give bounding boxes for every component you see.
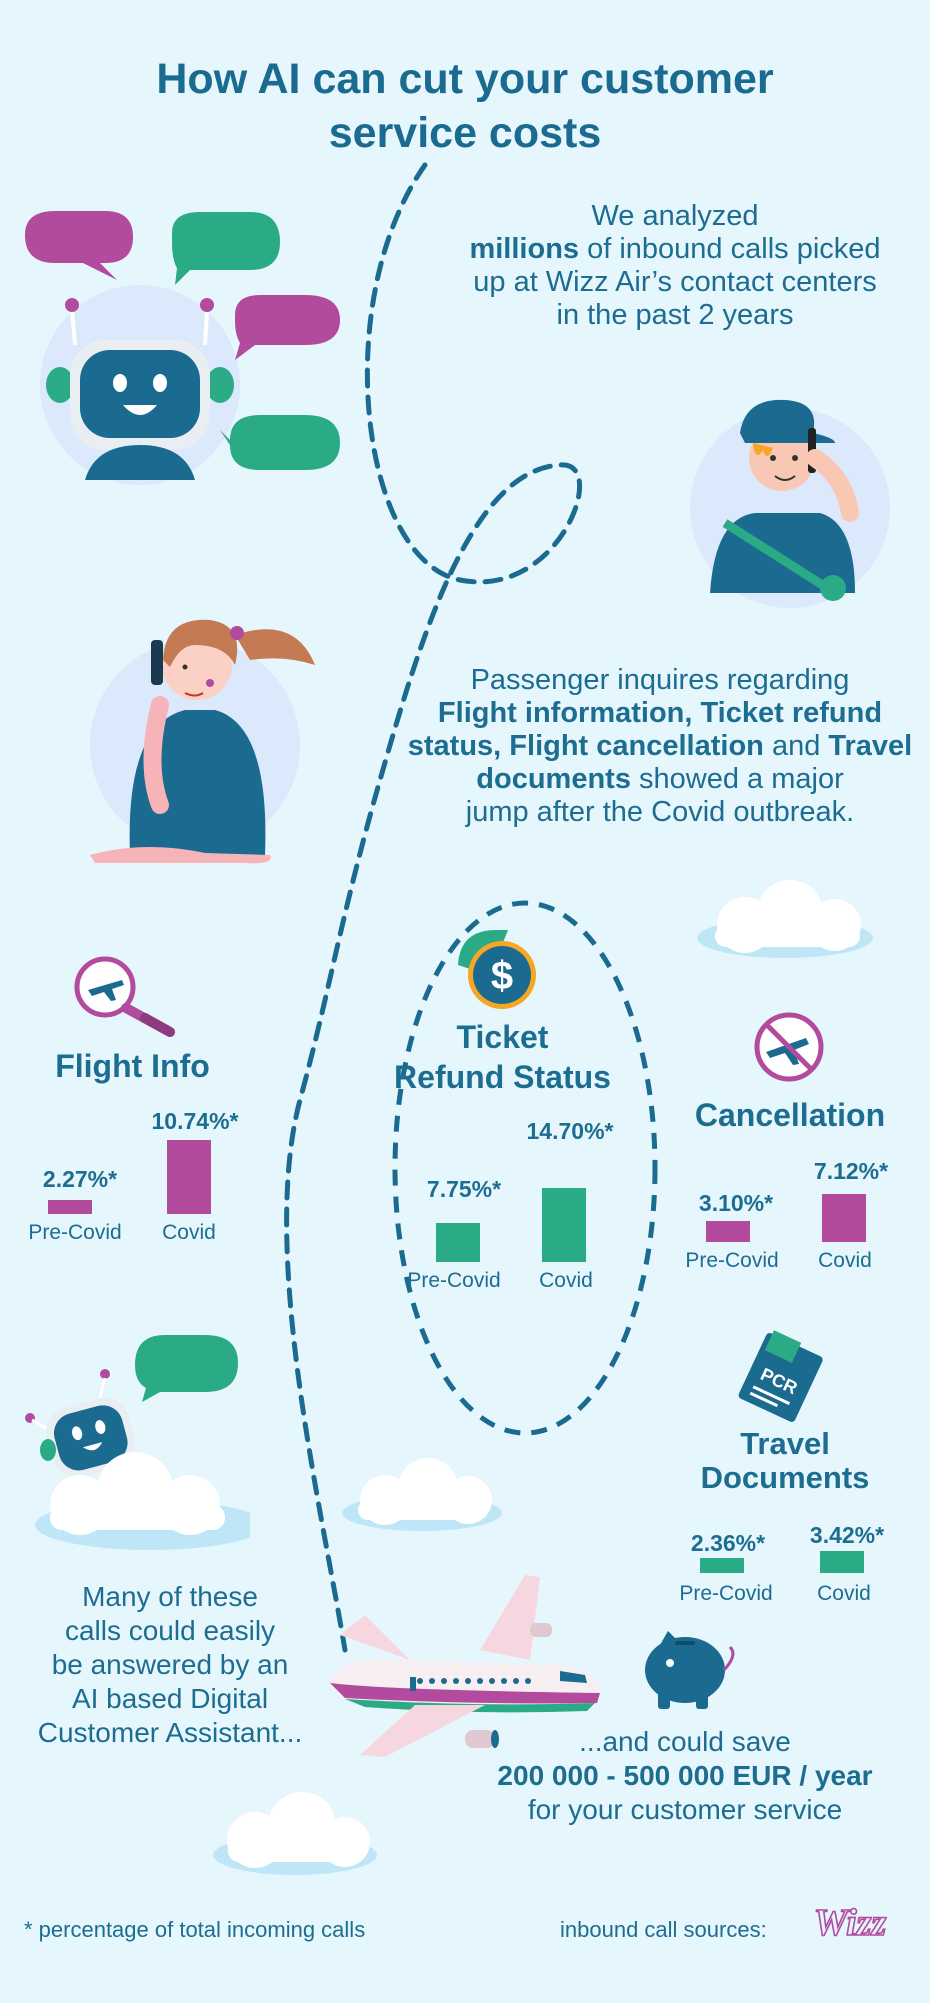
flight-info-pre-value: 2.27%* — [42, 1166, 118, 1192]
inquiries-and: and — [763, 730, 829, 762]
cloud-icon — [342, 1458, 502, 1531]
airplane-illustration — [330, 1575, 600, 1757]
cancellation-covid-value: 7.12%* — [813, 1158, 889, 1184]
dollar-refund-icon: $ — [458, 930, 536, 1009]
cloud-icon — [697, 880, 873, 958]
assistant-line-2: calls could easily — [64, 1615, 276, 1646]
wizz-logo: Wizz — [795, 1902, 905, 1946]
savings-amount: 200 000 - 500 000 EUR / year — [497, 1760, 873, 1791]
piggy-bank-icon — [645, 1631, 735, 1709]
flight-info-covid-value: 10.74%* — [151, 1108, 239, 1134]
flight-info-covid-label: Covid — [162, 1221, 216, 1244]
cancellation-title: Cancellation — [694, 1097, 886, 1133]
intro-line-4: in the past 2 years — [556, 299, 794, 331]
travel-docs-covid-label: Covid — [817, 1582, 871, 1605]
pcr-document-icon: PCR — [738, 1330, 823, 1422]
refund-title-2: Refund Status — [394, 1059, 611, 1095]
intro-line-3: up at Wizz Air’s contact centers — [473, 266, 877, 298]
intro-text: We analyzed millions of inbound calls pi… — [440, 200, 910, 332]
title-line-2: service costs — [328, 109, 602, 157]
inquiries-line-1: Passenger inquires regarding — [470, 664, 850, 696]
inquiries-text: Passenger inquires regarding Flight info… — [405, 664, 915, 829]
intro-bold: millions — [469, 233, 580, 265]
inquiries-bold-4: documents — [476, 763, 631, 795]
sources-label: inbound call sources: — [560, 1917, 767, 1942]
cancellation-covid-bar — [822, 1193, 866, 1242]
woman-on-phone-illustration — [85, 605, 315, 865]
assistant-line-4: AI based Digital — [71, 1683, 269, 1714]
refund-pre-value: 7.75%* — [426, 1176, 502, 1202]
flight-info-title: Flight Info — [55, 1048, 210, 1084]
search-plane-icon — [74, 956, 175, 1037]
no-flight-icon — [754, 1012, 824, 1082]
svg-text:$: $ — [491, 954, 513, 998]
cancellation-pre-value: 3.10%* — [698, 1190, 774, 1216]
travel-docs-pre-label: Pre-Covid — [679, 1582, 773, 1605]
inquiries-bold-2: status, Flight cancellation — [407, 730, 764, 762]
savings-line-3: for your customer service — [527, 1794, 843, 1825]
inquiries-bold-1: Flight information, Ticket refund — [437, 697, 883, 729]
svg-text:Wizz: Wizz — [814, 1902, 887, 1944]
travel-docs-pre-value: 2.36%* — [690, 1530, 766, 1556]
savings-line-1: ...and could save — [579, 1726, 791, 1757]
assistant-line-1: Many of these — [82, 1581, 258, 1612]
refund-covid-label: Covid — [539, 1269, 593, 1292]
travel-docs-covid-bar — [820, 1550, 864, 1573]
robot-illustration — [25, 205, 345, 505]
intro-line-1: We analyzed — [591, 200, 759, 232]
inquiries-line-4-rest: showed a major — [630, 763, 844, 795]
travel-docs-covid-value: 3.42%* — [809, 1522, 885, 1548]
flight-info-pre-bar — [48, 1200, 92, 1214]
assistant-line-3: be answered by an — [51, 1649, 289, 1680]
refund-title-1: Ticket — [456, 1019, 549, 1055]
flight-info-covid-bar — [167, 1140, 211, 1214]
refund-pre-bar — [436, 1222, 480, 1262]
refund-pre-label: Pre-Covid — [407, 1269, 501, 1292]
refund-covid-bar — [542, 1187, 586, 1262]
page-title: How AI can cut your customer service cos… — [0, 52, 930, 160]
man-on-phone-illustration — [685, 388, 890, 613]
savings-text: ...and could save 200 000 - 500 000 EUR … — [450, 1725, 920, 1827]
travel-docs-title-2: Documents — [700, 1460, 870, 1495]
assistant-line-5: Customer Assistant... — [37, 1717, 303, 1748]
travel-docs-title: Travel Documents — [680, 1427, 890, 1495]
title-line-1: How AI can cut your customer — [156, 55, 774, 103]
intro-line-2-rest: of inbound calls picked — [579, 233, 881, 265]
travel-docs-pre-bar — [700, 1557, 744, 1573]
assistant-text: Many of these calls could easily be answ… — [10, 1580, 330, 1750]
intro-line-2: millions of inbound calls picked — [440, 233, 910, 266]
refund-title: Ticket Refund Status — [375, 1017, 630, 1097]
travel-docs-title-1: Travel — [740, 1426, 830, 1461]
robot-on-cloud-illustration — [20, 1330, 250, 1560]
flight-info-pre-label: Pre-Covid — [28, 1221, 122, 1244]
inquiries-line-5: jump after the Covid outbreak. — [465, 796, 855, 828]
footnote: * percentage of total incoming calls — [24, 1917, 366, 1942]
inquiries-bold-3: Travel — [828, 730, 913, 762]
cancellation-pre-bar — [706, 1220, 750, 1242]
cancellation-covid-label: Covid — [818, 1249, 872, 1272]
cloud-icon — [213, 1792, 377, 1875]
refund-covid-value: 14.70%* — [526, 1118, 614, 1144]
cancellation-pre-label: Pre-Covid — [685, 1249, 779, 1272]
